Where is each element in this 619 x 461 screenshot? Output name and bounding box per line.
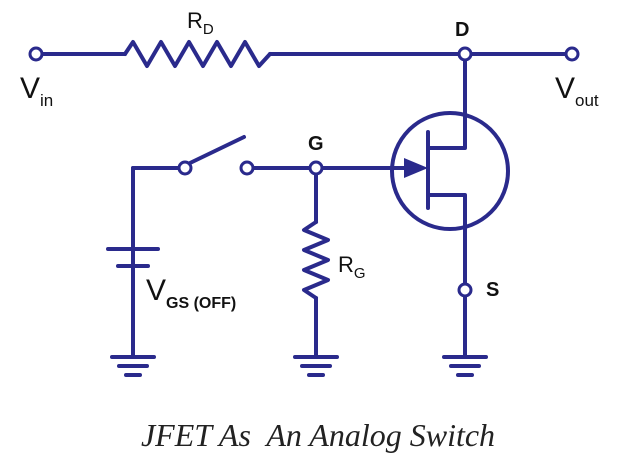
label-gate: G [308,133,324,155]
label-drain: D [455,19,469,41]
node-source [457,282,473,298]
switch-contact-left [177,160,193,176]
label-vout: Vout [555,72,599,110]
switch-contact-right [239,160,255,176]
node-drain [457,46,473,62]
label-vgs-off: VGS (OFF) [146,274,236,312]
battery-vgs [106,166,160,357]
ground-symbol [110,355,156,377]
label-source: S [486,279,499,301]
label-vin: Vin [20,72,53,110]
top-rail [40,40,568,68]
label-rd: RD [187,8,214,38]
node-gate [308,160,324,176]
jfet-symbol [314,111,510,292]
resistor-rg [302,220,330,300]
gate-arrow [404,158,428,178]
terminal-vin [28,46,44,62]
resistor-rd [123,40,272,68]
gate-resistor [302,166,330,357]
label-rg: RG [338,252,366,282]
terminal-vout [564,46,580,62]
ground-symbol [293,355,339,377]
diagram-caption: JFET As An Analog Switch [141,417,495,453]
ground-symbol [442,355,488,377]
